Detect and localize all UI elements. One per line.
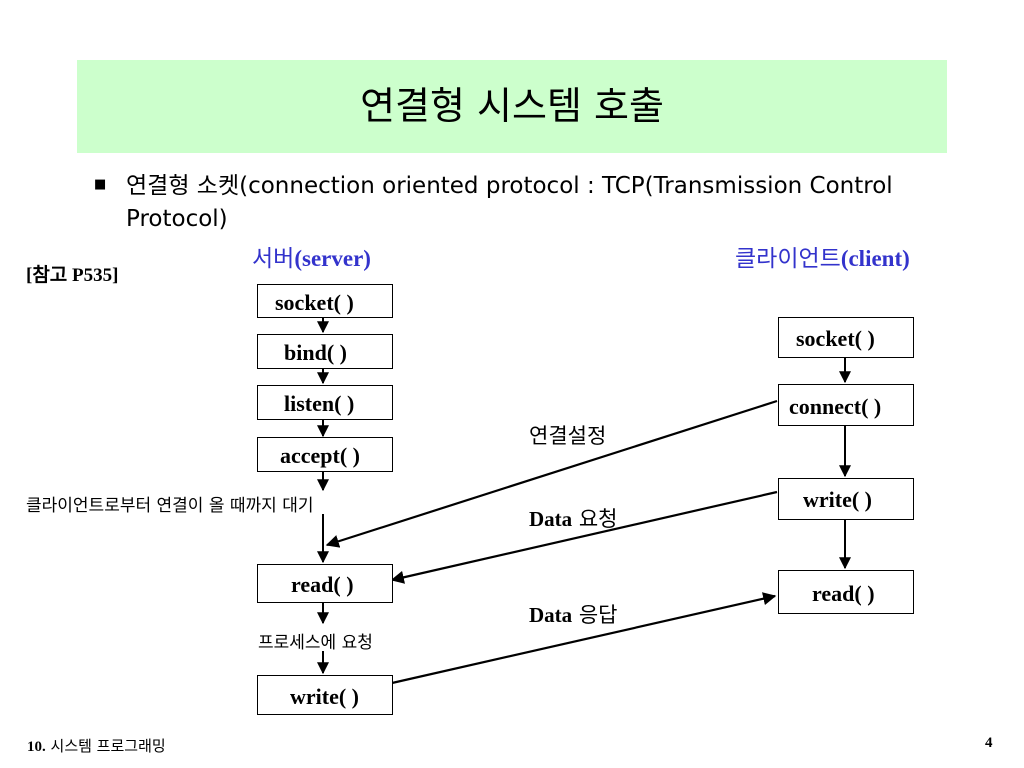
client-heading-ko: 클라이언트: [735, 246, 841, 272]
client-socket-label: socket( ): [796, 326, 875, 351]
server-bind-box: bind( ): [257, 334, 393, 369]
client-write-label: write( ): [803, 487, 873, 512]
process-note: 프로세스에 요청: [258, 633, 373, 653]
edge-data-request: [390, 490, 778, 584]
connect-label: 연결설정: [529, 424, 607, 448]
bullet-icon: ■: [94, 177, 107, 192]
server-heading-en: (server): [294, 246, 371, 271]
data-response-ko: 응답: [572, 603, 618, 627]
bullet-text: 연결형 소켓(connection oriented protocol : TC…: [126, 173, 893, 232]
client-connect-box: connect( ): [778, 384, 914, 426]
data-request-label: Data 요청: [529, 503, 618, 533]
server-heading-ko: 서버: [252, 246, 295, 272]
data-response-label: Data 응답: [529, 599, 618, 629]
server-accept-box: accept( ): [257, 437, 393, 472]
data-response-en: Data: [529, 603, 573, 627]
client-heading-en: (client): [840, 246, 910, 271]
server-heading: 서버(server): [252, 239, 371, 273]
server-socket-label: socket( ): [275, 290, 354, 315]
data-request-ko: 요청: [572, 507, 618, 531]
server-write-box: write( ): [257, 675, 393, 715]
client-heading: 클라이언트(client): [735, 239, 910, 273]
server-bind-label: bind( ): [284, 340, 347, 365]
footer-chapter-name: 시스템 프로그래밍: [45, 737, 166, 755]
wait-note: 클라이언트로부터 연결이 올 때까지 대기: [26, 496, 314, 516]
page-number: 4: [985, 735, 993, 751]
server-listen-label: listen( ): [284, 391, 355, 416]
server-read-label: read( ): [291, 572, 354, 597]
server-socket-box: socket( ): [257, 284, 393, 318]
page-title: 연결형 시스템 호출: [360, 84, 664, 128]
data-request-en: Data: [529, 507, 573, 531]
client-read-label: read( ): [812, 581, 875, 606]
title-banner: 연결형 시스템 호출: [77, 60, 947, 153]
footer-chapter: 10. 시스템 프로그래밍: [27, 735, 166, 756]
edge-connect: [325, 399, 778, 548]
server-listen-box: listen( ): [257, 385, 393, 420]
footer-chapter-num: 10.: [27, 739, 46, 755]
client-write-box: write( ): [778, 478, 914, 520]
server-write-label: write( ): [290, 684, 360, 709]
reference-note: [참고 P535]: [26, 265, 119, 286]
client-socket-box: socket( ): [778, 317, 914, 358]
client-connect-label: connect( ): [789, 394, 882, 419]
server-accept-label: accept( ): [280, 443, 361, 468]
edge-data-response: [391, 592, 777, 685]
client-read-box: read( ): [778, 570, 914, 614]
server-read-box: read( ): [257, 564, 393, 603]
